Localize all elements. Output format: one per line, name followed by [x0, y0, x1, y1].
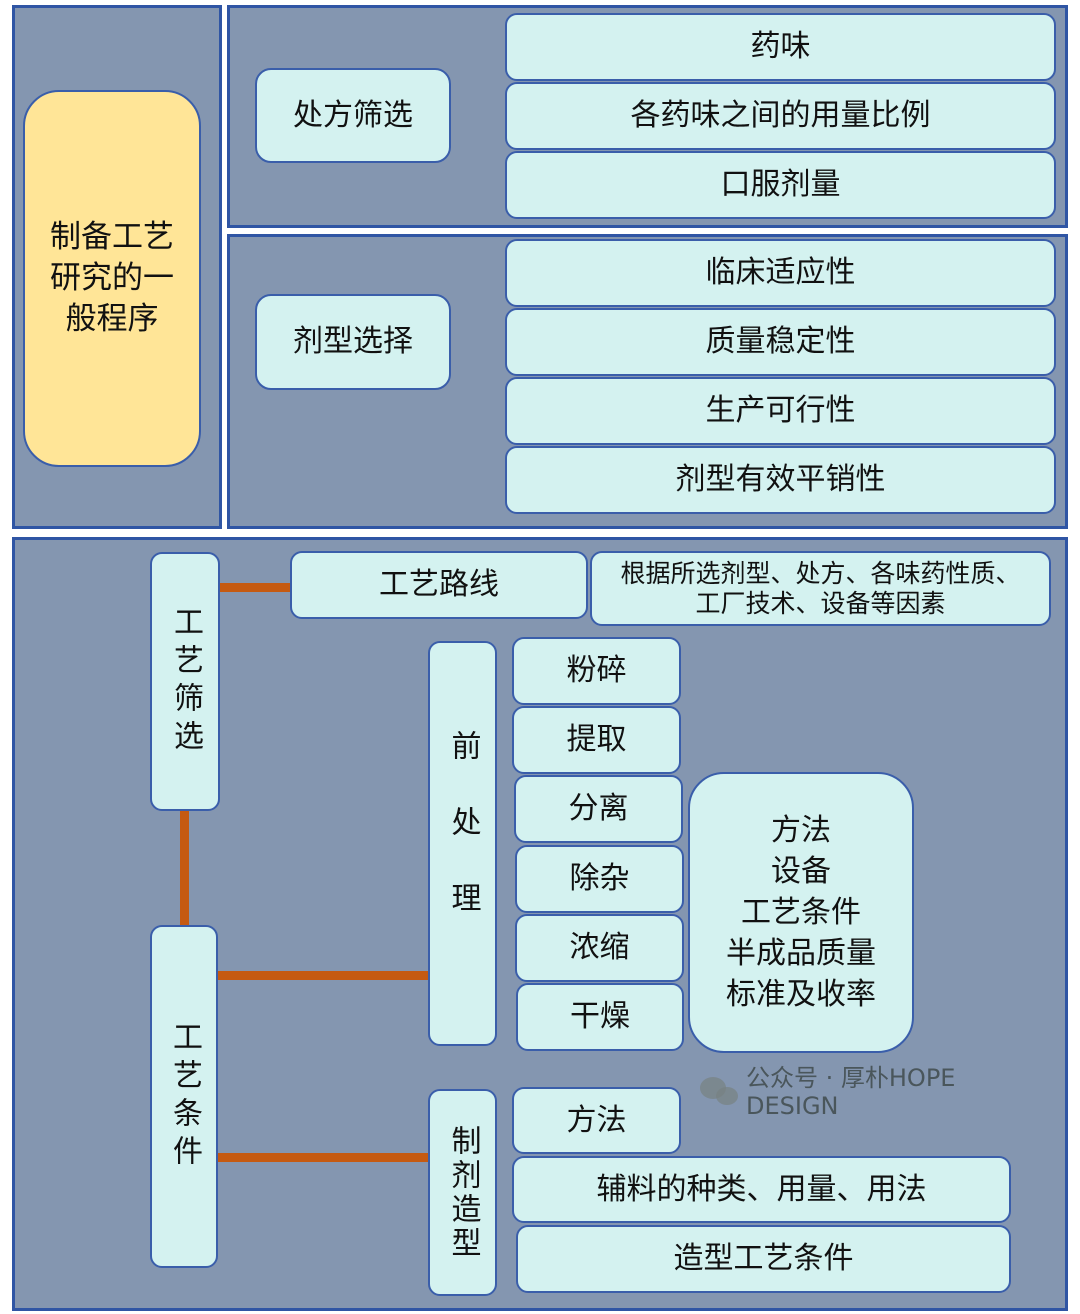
- watermark-text: 公众号 · 厚朴HOPE DESIGN: [746, 1064, 956, 1120]
- dosage-form-item: 临床适应性: [505, 239, 1056, 307]
- dosage-form-node: 剂型选择: [255, 294, 451, 390]
- process-screening-node: 工艺筛选: [150, 552, 220, 811]
- formulation-item: 辅料的种类、用量、用法: [512, 1156, 1011, 1223]
- connector: [217, 971, 429, 980]
- formulation-node: 制剂造型: [428, 1089, 497, 1296]
- dosage-form-item: 生产可行性: [505, 377, 1056, 445]
- connector: [219, 583, 291, 592]
- pretreatment-step: 干燥: [516, 983, 684, 1051]
- connector: [180, 810, 189, 930]
- pretreatment-aspects: 方法 设备 工艺条件 半成品质量 标准及收率: [688, 772, 914, 1053]
- prescription-node: 处方筛选: [255, 68, 451, 163]
- pretreatment-step: 分离: [514, 775, 683, 843]
- pretreatment-step: 提取: [512, 706, 681, 774]
- prescription-item: 药味: [505, 13, 1056, 81]
- prescription-item: 口服剂量: [505, 151, 1056, 219]
- pretreatment-step: 浓缩: [515, 914, 684, 982]
- pretreatment-node: 前处理: [428, 641, 497, 1046]
- formulation-item: 造型工艺条件: [516, 1225, 1011, 1293]
- watermark: 公众号 · 厚朴HOPE DESIGN: [700, 1064, 1055, 1120]
- dosage-form-item: 质量稳定性: [505, 308, 1056, 376]
- process-route-node: 工艺路线: [290, 551, 588, 619]
- formulation-item: 方法: [512, 1087, 681, 1154]
- pretreatment-step: 除杂: [515, 845, 684, 913]
- pretreatment-step: 粉碎: [512, 637, 681, 705]
- process-conditions-node: 工艺条件: [150, 925, 218, 1268]
- route-basis-node: 根据所选剂型、处方、各味药性质、工厂技术、设备等因素: [590, 551, 1051, 626]
- root-node: 制备工艺研究的一般程序: [23, 90, 201, 467]
- prescription-item: 各药味之间的用量比例: [505, 82, 1056, 150]
- dosage-form-item: 剂型有效平销性: [505, 446, 1056, 514]
- wechat-icon: [700, 1077, 740, 1107]
- connector: [217, 1153, 429, 1162]
